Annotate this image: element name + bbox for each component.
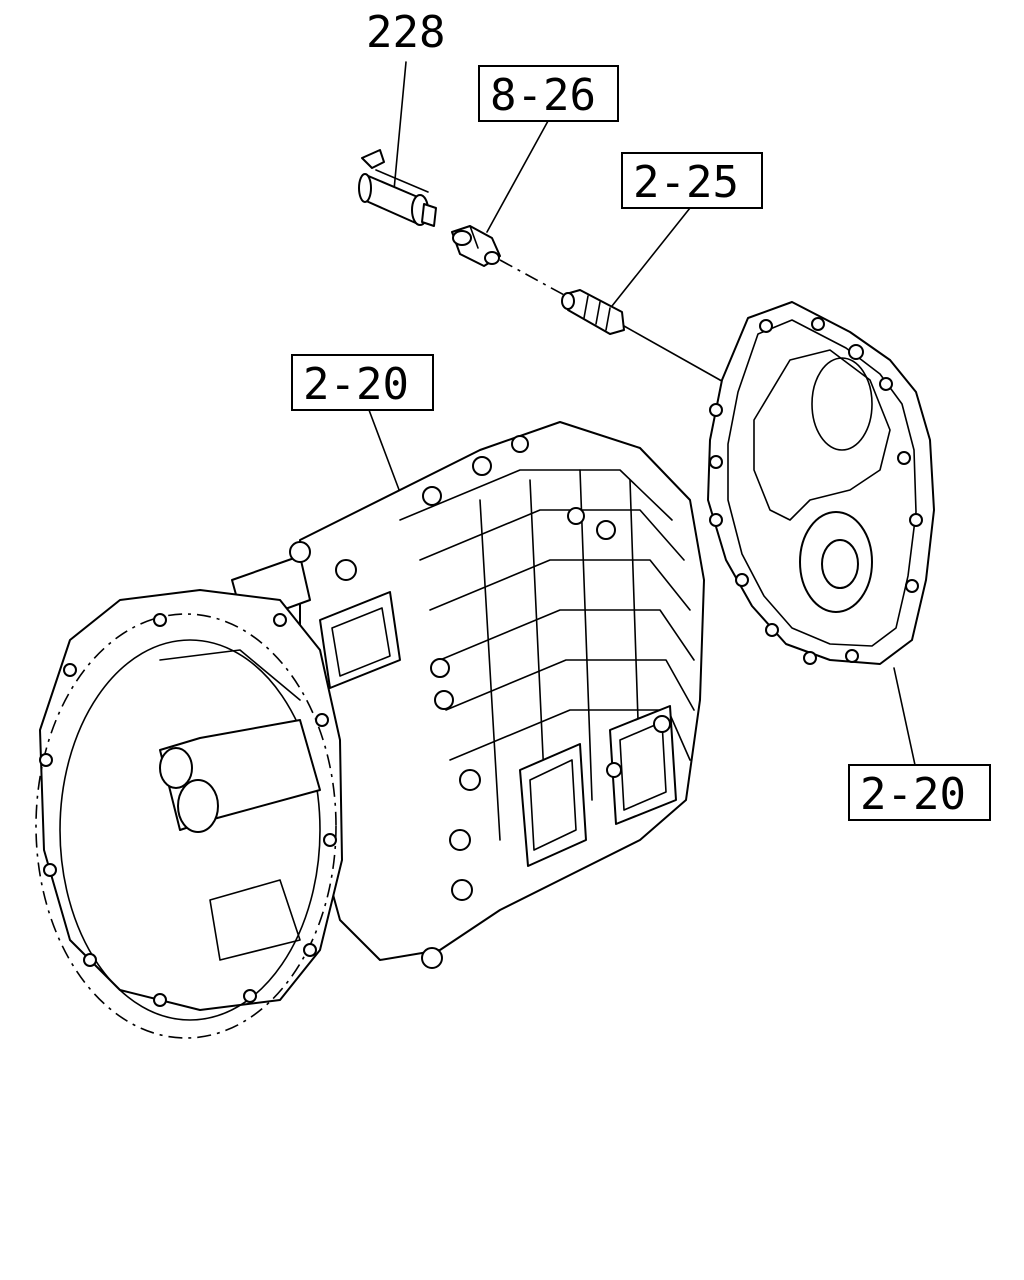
callout-2-20-right-text: 2-20 bbox=[860, 769, 966, 820]
callout-2-25[interactable]: 2-25 bbox=[611, 152, 763, 307]
part-2-25-plug bbox=[561, 289, 625, 335]
assembly-axis bbox=[499, 259, 567, 297]
callout-2-20-left[interactable]: 2-20 bbox=[291, 354, 434, 504]
callout-box bbox=[291, 354, 434, 411]
callout-8-26-text: 8-26 bbox=[490, 70, 596, 121]
callout-228[interactable]: 228 bbox=[366, 7, 445, 191]
callout-box bbox=[478, 65, 619, 122]
callout-228-text: 228 bbox=[366, 7, 445, 58]
callout-box bbox=[621, 152, 763, 209]
transmission-housing bbox=[35, 421, 705, 1039]
leader-2-20-left bbox=[368, 409, 405, 504]
callout-box bbox=[848, 764, 991, 821]
leader-2-20-right bbox=[893, 667, 916, 766]
callout-2-20-left-text: 2-20 bbox=[303, 359, 409, 410]
leader-228 bbox=[393, 61, 407, 191]
part-228-solenoid bbox=[358, 149, 437, 227]
callout-2-20-right[interactable]: 2-20 bbox=[848, 667, 991, 821]
leader-8-26 bbox=[486, 120, 549, 233]
rear-cover bbox=[707, 301, 935, 665]
part-8-26-switch bbox=[451, 225, 501, 267]
leader-2-25 bbox=[611, 207, 691, 307]
callout-2-25-text: 2-25 bbox=[633, 157, 739, 208]
callout-8-26[interactable]: 8-26 bbox=[478, 65, 619, 233]
assembly-axis-2 bbox=[623, 325, 721, 381]
